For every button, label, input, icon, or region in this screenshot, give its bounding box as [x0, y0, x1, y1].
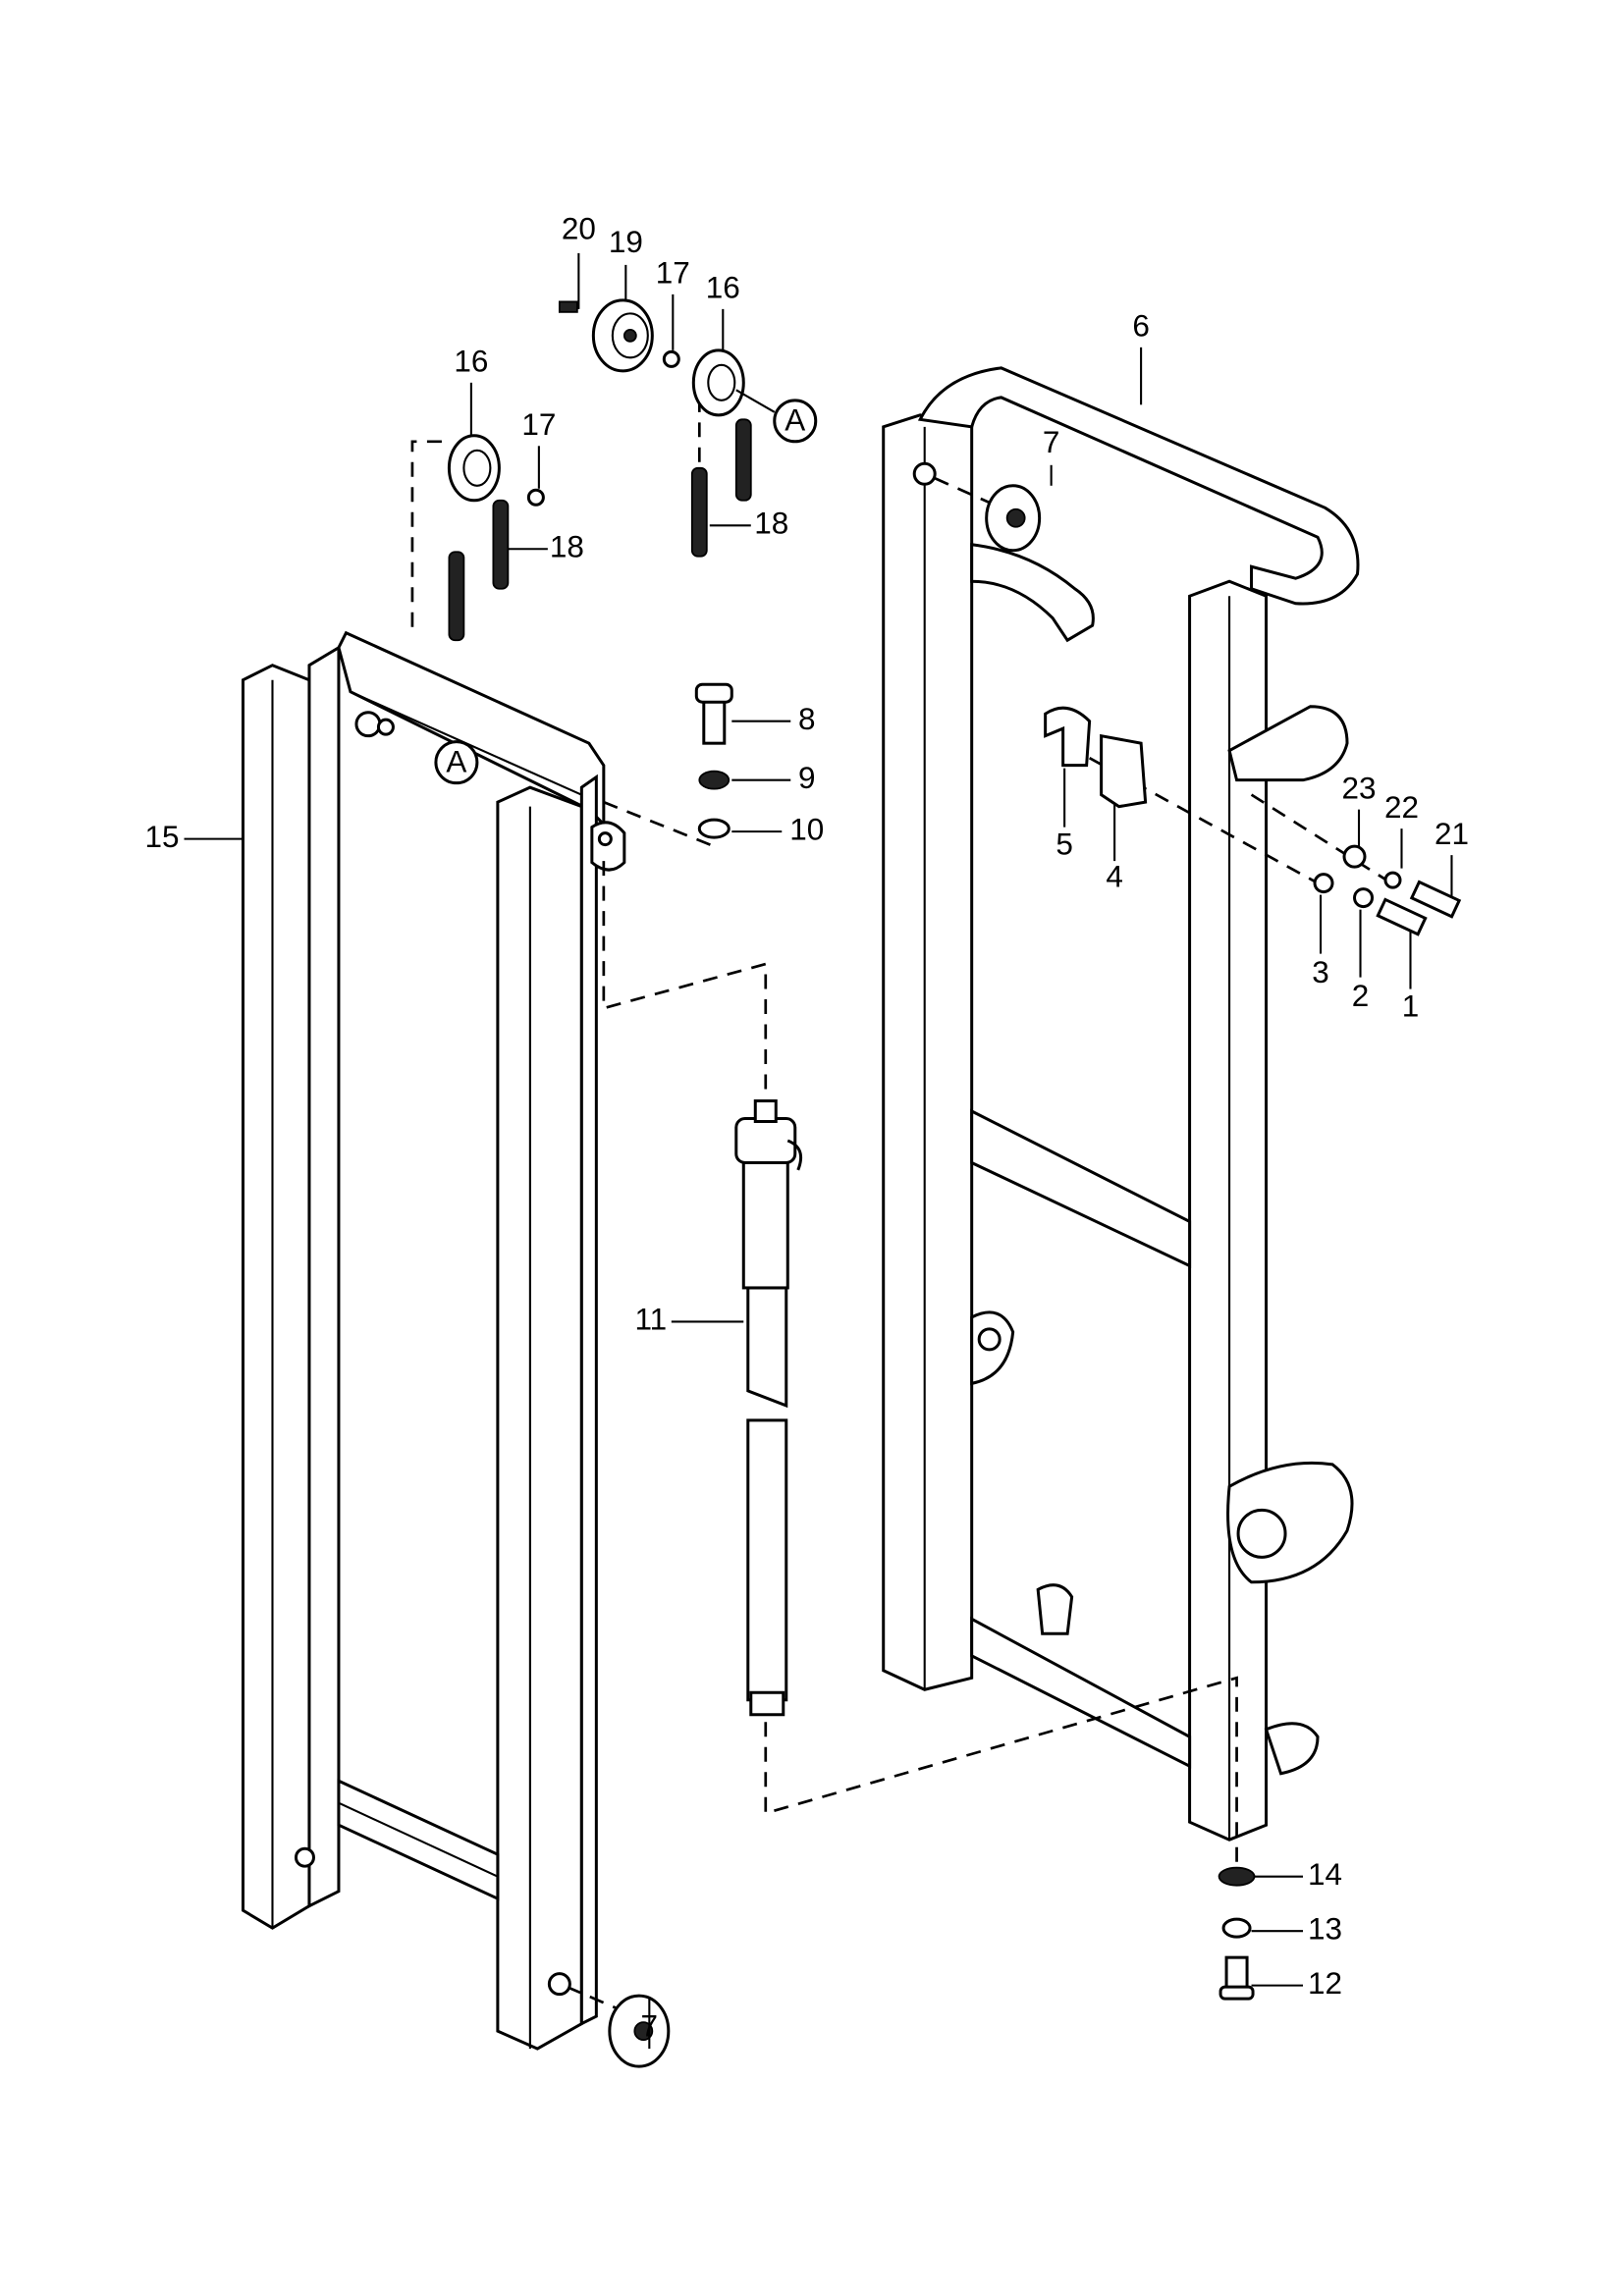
callout-23: 23 — [1342, 771, 1377, 805]
small-parts — [434, 298, 1462, 2068]
callout-9: 9 — [798, 761, 816, 795]
callout-20: 20 — [562, 212, 596, 246]
assembly-lines — [410, 397, 1392, 2010]
inner-mast-frame — [241, 630, 626, 2051]
sheave-16-left — [447, 434, 501, 503]
bracket-5 — [1044, 706, 1092, 768]
callout-10: 10 — [789, 812, 824, 846]
callout-11: 11 — [634, 1303, 667, 1337]
sheave-7-bottom — [608, 1994, 671, 2068]
callout-6: 6 — [1132, 309, 1150, 344]
callout-5: 5 — [1056, 827, 1073, 861]
callout-A: A — [446, 744, 466, 778]
callout-4: 4 — [1106, 859, 1123, 893]
callout-16: 16 — [454, 345, 488, 379]
sheave-7-top — [985, 484, 1042, 553]
callout-3: 3 — [1312, 955, 1329, 989]
callout-14: 14 — [1308, 1857, 1342, 1892]
sheave-19 — [591, 298, 654, 373]
callout-18: 18 — [550, 530, 584, 564]
callout-15: 15 — [145, 820, 180, 854]
callout-19: 19 — [609, 225, 643, 259]
bolt-8 — [694, 682, 733, 745]
bolt-12 — [1218, 1955, 1255, 2001]
callout-12: 12 — [1308, 1966, 1342, 2001]
callout-13: 13 — [1308, 1911, 1342, 1946]
outer-mast-frame — [882, 366, 1360, 1842]
callout-17: 17 — [656, 256, 690, 291]
bracket-4 — [1100, 733, 1148, 809]
chains — [448, 418, 752, 642]
callout-A: A — [785, 403, 805, 438]
sheave-16-top — [691, 348, 745, 417]
callout-21: 21 — [1435, 817, 1469, 851]
callout-17: 17 — [521, 407, 556, 442]
callout-22: 22 — [1384, 790, 1419, 825]
callout-16: 16 — [706, 271, 740, 305]
callout-18: 18 — [754, 507, 788, 541]
callouts: 20 19 17 16 A 16 17 18 18 6 7 8 9 10 15 … — [145, 212, 1469, 2044]
leader-lines — [184, 252, 1453, 2050]
callout-1: 1 — [1402, 988, 1420, 1023]
cylinder-11 — [734, 1099, 802, 1717]
callout-7: 7 — [1043, 425, 1060, 459]
callout-2: 2 — [1352, 979, 1370, 1013]
callout-8: 8 — [798, 702, 816, 736]
callout-7: 7 — [641, 2008, 659, 2043]
